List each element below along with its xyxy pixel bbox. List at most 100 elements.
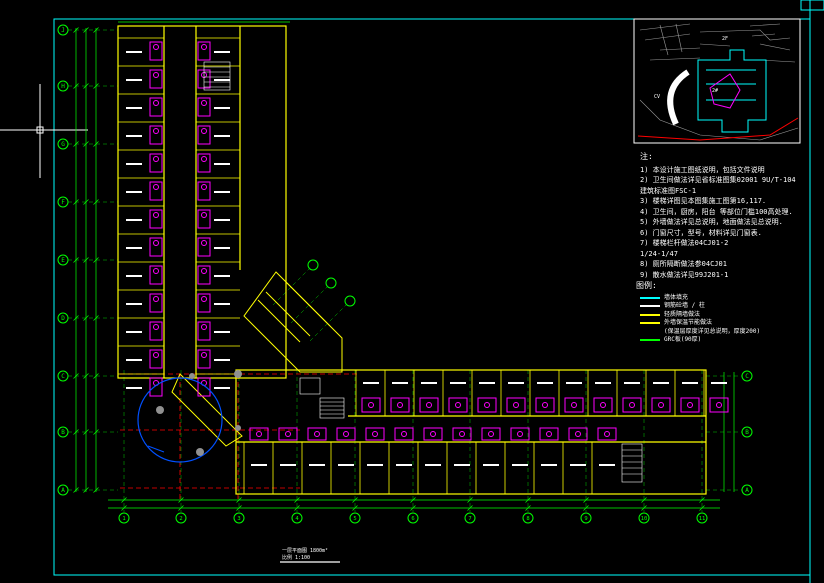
column-axis-circle xyxy=(407,512,419,524)
bathroom-fixture xyxy=(149,41,163,61)
row-axis-circle xyxy=(57,196,69,208)
room-label-mark xyxy=(421,382,437,384)
column-axis-bubble: 10 xyxy=(638,512,650,524)
room-label-mark xyxy=(570,464,586,466)
bathroom-fixture xyxy=(564,397,584,413)
toilet-fixture xyxy=(401,431,407,437)
bathroom-fixture xyxy=(197,181,211,201)
toilet-fixture xyxy=(201,184,207,190)
bathroom-fixture xyxy=(197,377,211,397)
bathroom-fixture xyxy=(197,41,211,61)
row-axis-circle xyxy=(57,80,69,92)
toilet-fixture xyxy=(372,431,378,437)
bathroom-fixture xyxy=(197,209,211,229)
toilet-fixture xyxy=(517,431,523,437)
legend-label: 钢筋砼墙 / 柱 xyxy=(664,302,705,309)
legend-item: 钢筋砼墙 / 柱 xyxy=(636,302,796,311)
column-axis-bubble: 8 xyxy=(522,512,534,524)
room-label-mark xyxy=(338,464,354,466)
row-axis-bubble: E xyxy=(57,254,69,266)
column-axis-label: 3 xyxy=(237,516,240,522)
bathroom-fixture xyxy=(390,397,410,413)
room-label-mark xyxy=(624,382,640,384)
room-label-mark xyxy=(214,275,230,277)
room-label-mark xyxy=(392,382,408,384)
toilet-fixture xyxy=(201,212,207,218)
right-axis-label: B xyxy=(745,429,749,436)
room-label-mark xyxy=(214,163,230,165)
room-label-mark xyxy=(396,464,412,466)
right-axis-label: C xyxy=(745,373,749,380)
diagonal-axis-bubbles xyxy=(307,259,356,307)
column-axis-label: 9 xyxy=(584,516,587,522)
row-axis-bubble: F xyxy=(57,196,69,208)
bathroom-fixture xyxy=(197,125,211,145)
bathroom-fixture xyxy=(197,153,211,173)
column-axis-circle xyxy=(291,512,303,524)
bathroom-fixture xyxy=(481,427,501,441)
room-label-mark xyxy=(537,382,553,384)
room-label-mark xyxy=(214,247,230,249)
bathroom-fixture xyxy=(709,397,729,413)
bathroom-fixture xyxy=(197,97,211,117)
row-axis-circle xyxy=(57,426,69,438)
legend-item: GRC板(90厚) xyxy=(636,336,796,345)
svg-text:CV: CV xyxy=(654,94,660,100)
crosshair-cursor-icon xyxy=(0,84,88,178)
toilet-fixture xyxy=(201,100,207,106)
row-axis-bubble: G xyxy=(57,138,69,150)
bathroom-fixture xyxy=(249,427,269,441)
toilet-fixture xyxy=(201,352,207,358)
row-axis-label: C xyxy=(61,373,65,380)
bathroom-fixture xyxy=(622,397,642,413)
drawing-title-block: 一层平面图 1800m² 比例 1:100 xyxy=(282,548,328,562)
room-label-mark xyxy=(126,387,142,389)
toilet-fixture xyxy=(153,268,159,274)
toilet-fixture xyxy=(153,100,159,106)
grid-line xyxy=(290,286,328,324)
right-axis-circle xyxy=(741,484,753,496)
toilet-fixture xyxy=(604,431,610,437)
room-label-mark xyxy=(479,382,495,384)
right-axis-label: A xyxy=(745,487,749,494)
column-axis-label: 11 xyxy=(699,516,706,522)
room-label-mark xyxy=(450,382,466,384)
row-axis-label: J xyxy=(61,27,65,34)
row-axis-bubble: A xyxy=(57,484,69,496)
toilet-fixture xyxy=(571,402,577,408)
bathroom-fixture xyxy=(651,397,671,413)
room-label-mark xyxy=(541,464,557,466)
room-label-mark xyxy=(512,464,528,466)
sanitary-fixtures xyxy=(149,41,729,441)
toilet-fixture xyxy=(153,212,159,218)
column-axis-label: 1 xyxy=(122,516,125,522)
legend-swatch xyxy=(640,296,660,299)
note-line: 1) 本设计施工图纸说明，包括文件说明 xyxy=(640,165,765,174)
right-axis-bubble: A xyxy=(741,484,753,496)
bathroom-fixture xyxy=(597,427,617,441)
sheet-frame xyxy=(53,0,824,583)
room-label-mark xyxy=(454,464,470,466)
diagonal-axis-circle xyxy=(344,295,356,307)
column-axis-bubble: 9 xyxy=(580,512,592,524)
toilet-fixture xyxy=(484,402,490,408)
grid-line xyxy=(272,268,310,306)
svg-text:2#: 2# xyxy=(712,88,718,94)
room-label-mark xyxy=(214,135,230,137)
toilet-fixture xyxy=(153,296,159,302)
room-label-mark xyxy=(566,382,582,384)
column-axis-bubble: 4 xyxy=(291,512,303,524)
legend-swatch xyxy=(640,305,660,307)
toilet-fixture xyxy=(546,431,552,437)
right-axis-bubble: B xyxy=(741,426,753,438)
bathroom-fixture xyxy=(197,293,211,313)
column-axis-circle xyxy=(175,512,187,524)
bathroom-fixture xyxy=(278,427,298,441)
column-axis-circle xyxy=(580,512,592,524)
note-line: 3) 楼梯详图见本图集施工图第16,117. xyxy=(640,197,767,205)
toilet-fixture xyxy=(201,268,207,274)
bathroom-fixture xyxy=(149,321,163,341)
